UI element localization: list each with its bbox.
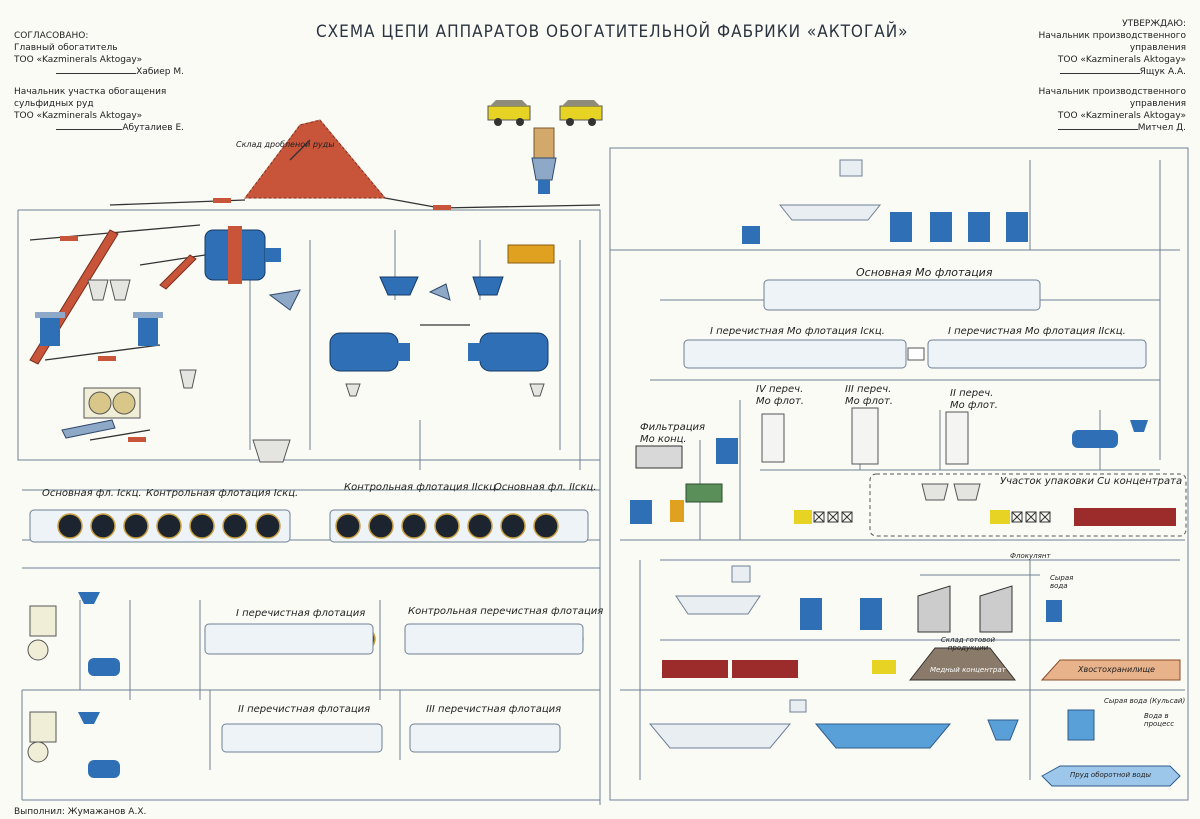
flotation-cell [91, 514, 115, 538]
flotation-cell [369, 514, 393, 538]
label-mo-cleaner-1a: I перечистная Mo флотация Iскц. [710, 326, 885, 337]
label-tailings: Хвостохранилище [1078, 665, 1155, 674]
label-mo-cleaner-3: III переч. Mo флот. [845, 384, 901, 408]
bags [814, 512, 1050, 522]
flotation-cell [190, 514, 214, 538]
sag-mill [205, 226, 281, 284]
author: Выполнил: Жумажанов А.Х. [14, 806, 146, 818]
label-raw-water: Сырая вода [1050, 574, 1090, 590]
label-rougher-a: Основная фл. Iскц. [42, 488, 142, 499]
agitator-tanks-top [742, 212, 1028, 244]
flotation-cell [534, 514, 558, 538]
flotation-cell [58, 514, 82, 538]
label-scavenger-a: Контрольная флотация Iскц. [146, 488, 298, 499]
flotation-cell [468, 514, 492, 538]
flotation-cell [223, 514, 247, 538]
label-fresh-water: Сырая вода (Кульсай) [1104, 697, 1185, 705]
flotation-cell [336, 514, 360, 538]
label-mo-cleaner-4: IV переч. Mo флот. [756, 384, 812, 408]
primary-crusher [532, 128, 556, 194]
label-mo-cleaner-2: II переч. Mo флот. [950, 388, 1004, 412]
cyclone-clusters [380, 245, 554, 295]
label-scav-cleaner: Контрольная перечистная флотация [408, 606, 603, 617]
cleaner-banks [205, 624, 583, 752]
pumps [346, 384, 544, 396]
crushed-ore-stockpile [245, 120, 385, 198]
label-rougher-b: Основная фл. IIскц. [494, 482, 597, 493]
mo-main-bank [764, 280, 1040, 310]
cu-thickener [676, 566, 760, 614]
dump-trucks [488, 100, 602, 126]
label-cu-packing: Участок упаковки Cu концентрата [1000, 476, 1182, 487]
flotation-cell [501, 514, 525, 538]
flotation-cell [435, 514, 459, 538]
label-cleaner-1: I перечистная флотация [236, 608, 365, 619]
flotation-cell [402, 514, 426, 538]
hpgr-rolls [84, 388, 140, 418]
label-water-process: Вода в процесс [1144, 712, 1184, 728]
label-cleaner-2: II перечистная флотация [238, 704, 370, 715]
flotation-cell [124, 514, 148, 538]
filter-press [630, 438, 738, 524]
column-cells [762, 408, 968, 464]
mo-thickener-top [780, 160, 880, 220]
mo-regrind [1072, 420, 1148, 448]
label-copper-conc: Медный концентрат [930, 666, 1006, 674]
label-cleaner-3: III перечистная флотация [426, 704, 561, 715]
pebble-crushers [35, 312, 163, 346]
regrind-units [28, 592, 120, 778]
flotation-cell [157, 514, 181, 538]
label-scavenger-b: Контрольная флотация IIскц. [344, 482, 499, 493]
mo-cleaner-banks [684, 340, 1146, 368]
label-mo-filtration: Фильтрация Mo конц. [640, 422, 706, 446]
label-mo-cleaner-1b: I перечистная Mo флотация IIскц. [948, 326, 1126, 337]
label-crushed-ore-stock: Склад дробленой руды [236, 140, 335, 149]
flotation-cell [256, 514, 280, 538]
label-finished-stock: Склад готовой продукции [938, 636, 998, 652]
finished-stock [910, 648, 1180, 680]
ball-mills [330, 333, 548, 371]
label-mo-main: Основная Mo флотация [856, 266, 992, 279]
rail-wagons [662, 660, 896, 678]
label-recycled-water: Пруд оборотной воды [1070, 771, 1151, 779]
cu-filters [800, 586, 1062, 632]
tailings-thickeners [650, 700, 1018, 748]
label-flocculant: Флокулянт [1010, 552, 1051, 560]
